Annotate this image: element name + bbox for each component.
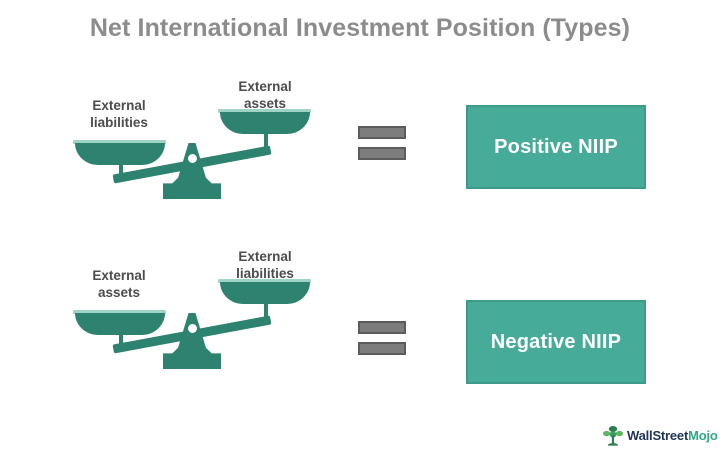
scale2-right-pan-label-line1: External [238,249,292,264]
balance-scale-negative: External assets External liabilities [55,248,325,380]
wallstreetmojo-logo: WallStreetMojo [603,424,718,446]
equals-sign-1 [358,126,410,166]
equals-bar-top [358,321,406,334]
scale1-left-pan-rim [73,140,166,144]
wallstreetmojo-logo-text: WallStreetMojo [627,428,718,443]
scale2-right-pan-rim [218,279,311,283]
scale1-left-pan [75,143,165,165]
scale1-right-pan-label: External assets [205,78,325,112]
result-label-positive: Positive NIIP [494,135,618,158]
scale2-left-pan-label-line1: External [92,268,146,283]
result-box-positive: Positive NIIP [466,105,646,189]
scale2-left-pan-rim [73,310,166,314]
scale1-right-pan-stem [264,133,268,147]
equals-bar-top [358,126,406,139]
scale2-pivot-hole [188,324,197,333]
scale1-left-pan-label: External liabilities [59,97,179,131]
equals-sign-2 [358,321,410,361]
scale1-right-pan-rim [218,109,311,113]
scale2-left-pan-label-line2: assets [97,285,141,300]
scale1-left-pan-label-line1: External [92,98,146,113]
equals-bar-bottom [358,342,406,355]
scale2-right-pan [220,282,310,304]
equals-bar-bottom [358,147,406,160]
balance-scale-positive: External liabilities External assets [55,78,325,210]
scale1-right-pan-label-line1: External [238,79,292,94]
scale2-left-pan-stem [119,333,123,345]
scale2-left-pan [75,313,165,335]
result-label-negative: Negative NIIP [490,330,622,353]
wallstreetmojo-logo-icon [603,424,623,446]
logo-text-part2: Mojo [688,427,718,443]
scale1-left-pan-label-line2: liabilities [90,115,148,130]
scale1-pivot-hole [188,154,197,163]
logo-text-part1: WallStreet [627,427,689,443]
scale1-left-pan-stem [119,163,123,175]
scale2-left-pan-label: External assets [59,267,179,301]
scale2-right-pan-stem [264,303,268,317]
scale2-right-pan-label: External liabilities [205,248,325,282]
page-title: Net International Investment Position (T… [89,14,631,42]
scale1-right-pan [220,112,310,134]
scale2-right-pan-label-line2: liabilities [236,266,294,281]
scale1-right-pan-label-line2: assets [243,96,287,111]
result-box-negative: Negative NIIP [466,300,646,384]
